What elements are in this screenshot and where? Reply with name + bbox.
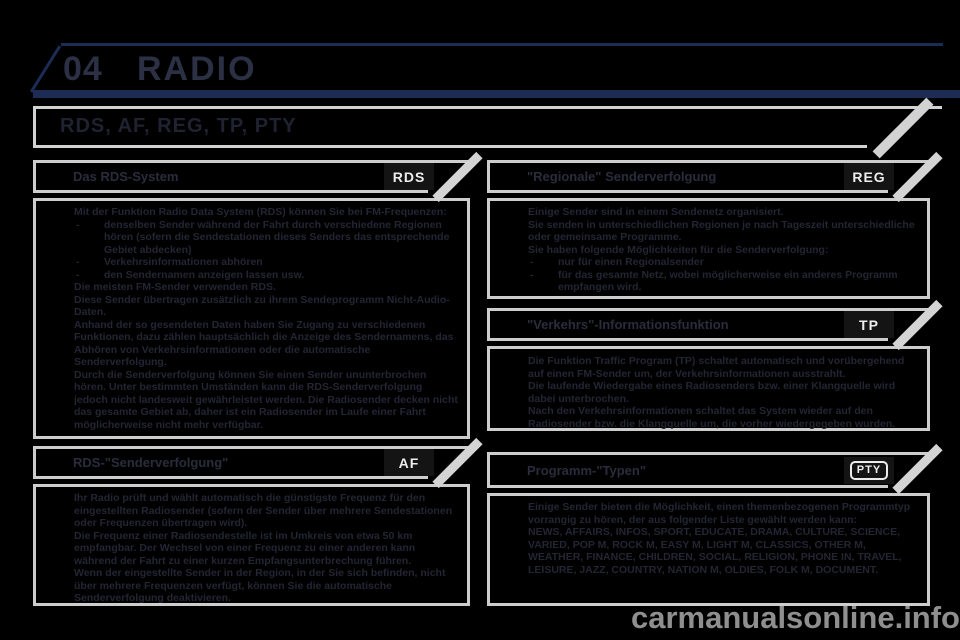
body-paragraph: Die Funktion Traffic Program (TP) schalt… bbox=[528, 355, 905, 380]
panel-header-border bbox=[487, 452, 490, 488]
page-title: RADIO bbox=[137, 50, 257, 88]
function-badge-label: REG bbox=[852, 168, 886, 185]
band-border bbox=[33, 106, 942, 109]
panel-header-border bbox=[487, 485, 888, 488]
body-paragraph: Sie haben folgende Möglichkeiten für die… bbox=[528, 243, 829, 256]
panel-body: Die Funktion Traffic Program (TP) schalt… bbox=[487, 346, 930, 431]
function-badge: TP bbox=[844, 311, 894, 338]
body-paragraph: Einige Sender bieten die Möglichkeit, ei… bbox=[528, 501, 911, 526]
panel-header: "Verkehrs"-Informationsfunktion TP bbox=[487, 299, 943, 351]
panel-body: Einige Sender bieten die Möglichkeit, ei… bbox=[487, 493, 930, 606]
body-bullet-item: für das gesamte Netz, wobei möglicherwei… bbox=[528, 269, 919, 294]
body-paragraph: Diese Sender übertragen zusätzlich zu ih… bbox=[74, 293, 450, 319]
function-badge-label: TP bbox=[859, 316, 879, 333]
function-badge-label: AF bbox=[398, 454, 420, 471]
chapter-banner: 04 RADIO bbox=[29, 43, 960, 98]
panel-header: RDS-"Senderverfolgung" AF bbox=[33, 437, 483, 489]
panel-header-border bbox=[487, 452, 930, 455]
panel-header-border bbox=[33, 476, 428, 479]
body-bullet-item: denselben Sender während der Fahrt durch… bbox=[74, 219, 459, 257]
panel-title: Das RDS-System bbox=[73, 169, 179, 184]
panel-header-border bbox=[487, 190, 888, 193]
content-panel: "Verkehrs"-Informationsfunktion TP Die F… bbox=[487, 299, 943, 431]
panel-header-border bbox=[487, 308, 490, 341]
content-panel: Das RDS-System RDS Mit der Funktion Radi… bbox=[33, 151, 483, 439]
panel-title: RDS-"Senderverfolgung" bbox=[73, 455, 229, 470]
content-panel: "Regionale" Senderverfolgung REG Einige … bbox=[487, 151, 943, 299]
body-paragraph: NEWS, AFFAIRS, INFOS, SPORT, EDUCATE, DR… bbox=[528, 526, 902, 576]
body-paragraph: Wenn der eingestellte Sender in der Regi… bbox=[74, 567, 446, 604]
panel-header-border bbox=[33, 446, 36, 479]
function-badge-label: RDS bbox=[392, 168, 426, 185]
panel-header-border bbox=[33, 446, 470, 449]
function-badge: AF bbox=[384, 449, 434, 476]
function-badge: PTY bbox=[844, 457, 894, 484]
band-border bbox=[33, 145, 867, 148]
body-bullet-item: Verkehrsinformationen abhören bbox=[74, 256, 459, 269]
panel-title: Programm-"Typen" bbox=[527, 463, 646, 478]
function-badge-label: PTY bbox=[849, 461, 889, 480]
panel-header: Programm-"Typen" PTY bbox=[487, 443, 943, 495]
banner-diagonal-border bbox=[29, 45, 62, 93]
chapter-number: 04 bbox=[63, 50, 103, 88]
panel-header: "Regionale" Senderverfolgung REG bbox=[487, 151, 943, 203]
panel-title: "Regionale" Senderverfolgung bbox=[527, 169, 717, 184]
body-paragraph: Die meisten FM-Sender verwenden RDS. bbox=[74, 281, 276, 293]
function-badge: RDS bbox=[384, 163, 434, 190]
function-badge: REG bbox=[844, 163, 894, 190]
banner-top-border bbox=[61, 43, 943, 46]
body-paragraph: Durch die Senderverfolgung können Sie ei… bbox=[74, 368, 458, 431]
band-border bbox=[33, 106, 36, 148]
banner-bottom-bar bbox=[33, 90, 960, 98]
body-paragraph: Anhand der so gesendeten Daten haben Sie… bbox=[74, 318, 454, 369]
panel-title: "Verkehrs"-Informationsfunktion bbox=[527, 317, 729, 332]
body-paragraph: Ihr Radio prüft und wählt automatisch di… bbox=[74, 492, 453, 529]
panel-header-border bbox=[487, 308, 930, 311]
panel-header-border bbox=[487, 338, 888, 341]
panel-body: Einige Sender sind in einem Sendenetz or… bbox=[487, 198, 930, 299]
body-paragraph: Sie senden in unterschiedlichen Regionen… bbox=[528, 218, 915, 244]
panel-body: Ihr Radio prüft und wählt automatisch di… bbox=[33, 484, 470, 606]
panel-header: Das RDS-System RDS bbox=[33, 151, 483, 203]
panel-header-border bbox=[33, 160, 36, 193]
panel-header-border bbox=[33, 160, 470, 163]
body-bullet-item: nur für einen Regionalsender bbox=[528, 256, 919, 269]
body-paragraph: Einige Sender sind in einem Sendenetz or… bbox=[528, 206, 784, 218]
panel-body: Mit der Funktion Radio Data System (RDS)… bbox=[33, 198, 470, 439]
section-title: RDS, AF, REG, TP, PTY bbox=[60, 115, 297, 137]
panel-header-border bbox=[487, 160, 490, 193]
panel-header-border bbox=[487, 160, 930, 163]
section-title-band: RDS, AF, REG, TP, PTY bbox=[33, 97, 942, 159]
body-paragraph: Die Frequenz einer Radiosendestelle ist … bbox=[74, 529, 416, 567]
watermark: carmanualsonline.info bbox=[630, 600, 960, 635]
content-panel: Programm-"Typen" PTY Einige Sender biete… bbox=[487, 443, 943, 606]
body-paragraph: Mit der Funktion Radio Data System (RDS)… bbox=[74, 206, 447, 218]
panel-header-border bbox=[33, 190, 428, 193]
content-panel: RDS-"Senderverfolgung" AF Ihr Radio prüf… bbox=[33, 437, 483, 606]
body-bullet-item: den Sendernamen anzeigen lassen usw. bbox=[74, 269, 459, 282]
body-paragraph: Die laufende Wiedergabe eines Radiosende… bbox=[528, 380, 896, 405]
body-paragraph: Nach den Verkehrsinformationen schaltet … bbox=[528, 405, 896, 430]
